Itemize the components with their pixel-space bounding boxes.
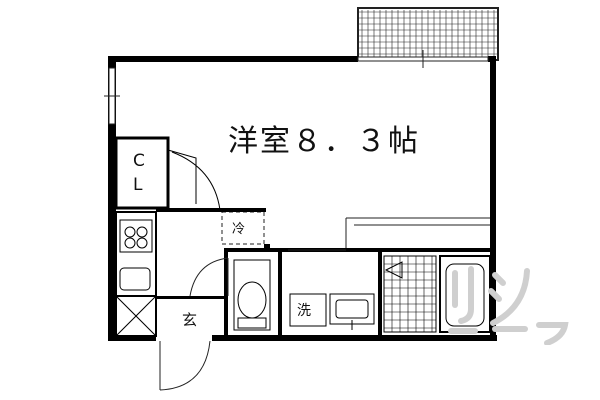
washer-label: 洗 [297, 303, 311, 319]
closet-label-c: C [133, 151, 145, 171]
balcony [357, 7, 499, 61]
inner-walls [156, 208, 490, 340]
left-window [104, 67, 120, 125]
storage-box [115, 295, 157, 337]
bathroom [383, 255, 491, 333]
kitchen [115, 211, 157, 297]
top-window [357, 50, 489, 68]
washroom [289, 293, 375, 330]
entrance-label: 玄 [182, 311, 198, 329]
watermark-logo [448, 266, 569, 345]
fridge-label: 冷 [232, 222, 246, 237]
toilet [233, 259, 271, 331]
closet [114, 136, 221, 211]
closet-label-l: L [133, 175, 143, 195]
doors [159, 249, 346, 391]
step-line [345, 217, 490, 248]
room-label: 洋室８．３帖 [228, 124, 420, 159]
